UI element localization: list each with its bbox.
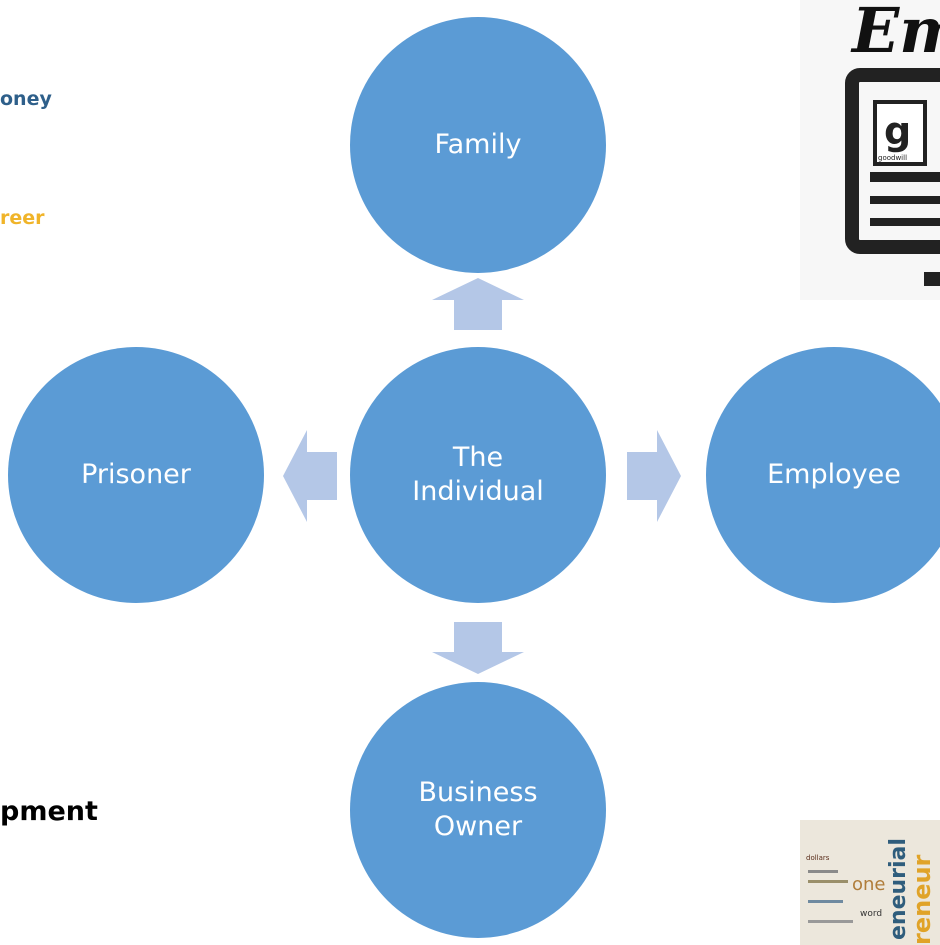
entrepreneur-wordcloud: dollars one word eneurial reneur (800, 770, 940, 945)
svg-text:eneurial: eneurial (886, 838, 911, 940)
career-heading: reer (0, 207, 45, 229)
svg-text:word: word (860, 909, 882, 919)
family-label: Family (434, 129, 522, 161)
svg-text:reneur: reneur (908, 854, 936, 945)
svg-text:dollars: dollars (806, 854, 830, 862)
money-heading: oney (0, 88, 52, 110)
prisoner-node: Prisoner (8, 347, 264, 603)
svg-text:g: g (884, 109, 911, 153)
arrow-right-icon (627, 430, 681, 522)
svg-text:one: one (852, 874, 886, 895)
individual-node: The Individual (350, 347, 606, 603)
svg-text:goodwill: goodwill (878, 154, 907, 162)
arrow-down-icon (432, 622, 524, 674)
employee-node: Employee (706, 347, 940, 603)
svg-text:Em: Em (850, 0, 940, 67)
business-owner-label: Business Owner (418, 777, 538, 842)
employee-label: Employee (767, 459, 901, 491)
arrow-up-icon (432, 278, 524, 330)
family-node: Family (350, 17, 606, 273)
prisoner-label: Prisoner (81, 459, 191, 491)
business-owner-node: Business Owner (350, 682, 606, 938)
goodwill-logo: Em g goodwill (800, 0, 940, 300)
development-heading: pment (0, 796, 98, 827)
individual-label: The Individual (412, 442, 544, 507)
arrow-left-icon (283, 430, 337, 522)
